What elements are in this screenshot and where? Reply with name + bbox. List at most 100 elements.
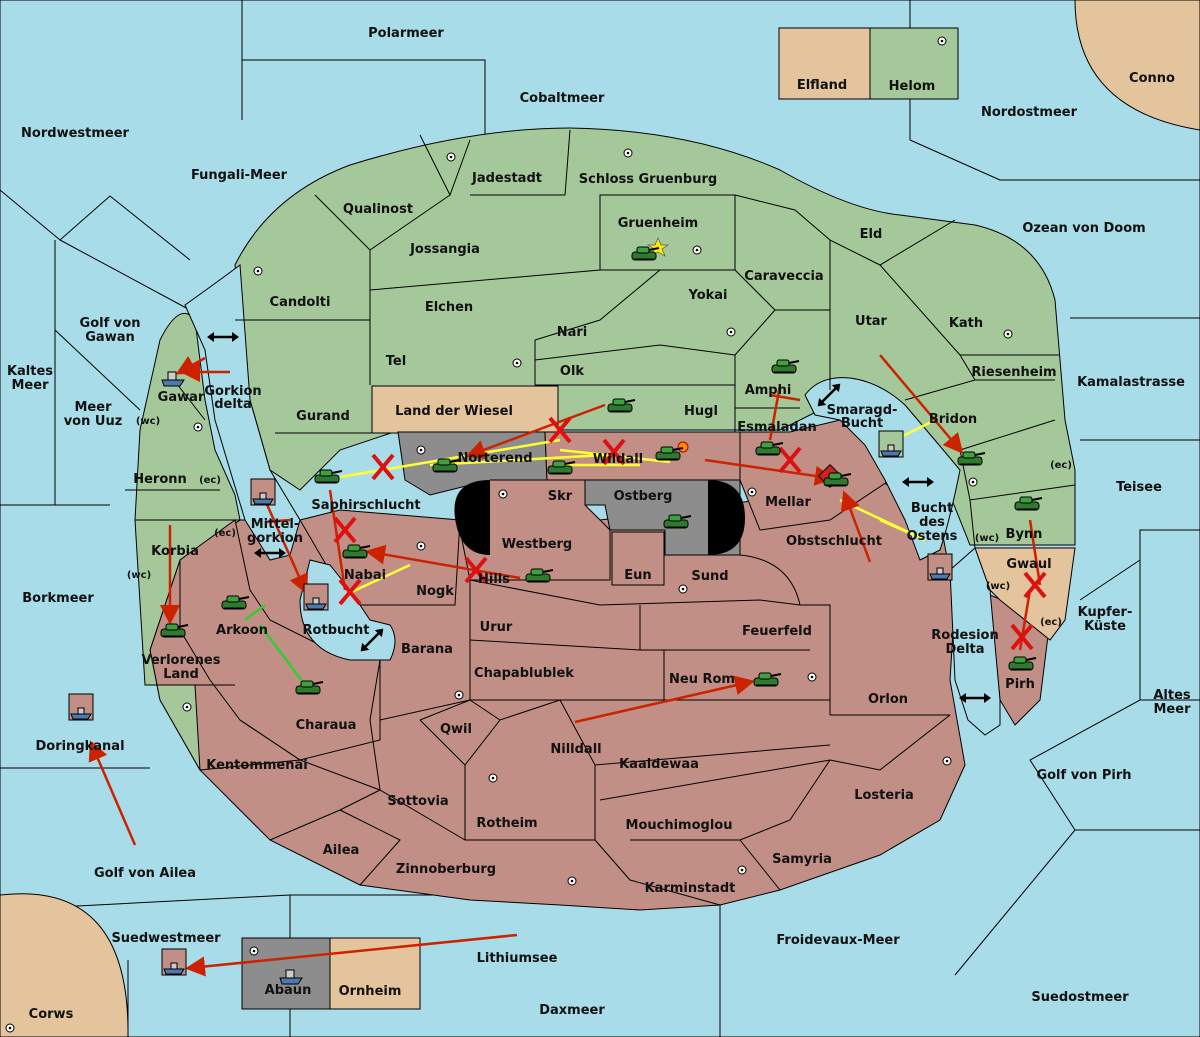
label-candolti: Candolti: [270, 295, 331, 310]
impassable-west: [454, 480, 490, 555]
label-verlorenes-2: Land: [163, 667, 199, 682]
smaragd-bucht-sea[interactable]: [804, 377, 961, 561]
ship-icon: [927, 553, 953, 581]
label-nilldall: Nilldall: [550, 742, 601, 757]
label-cobaltmeer: Cobaltmeer: [520, 91, 605, 106]
supply-center-icon: [446, 152, 456, 162]
label-jossangia: Jossangia: [409, 242, 480, 257]
label-gorkion-2: delta: [214, 397, 252, 412]
label-golf-gawan-1: Golf von: [80, 316, 141, 331]
label-olk: Olk: [560, 364, 585, 379]
supply-center-icon: [747, 487, 757, 497]
supply-center-icon: [1003, 329, 1013, 339]
label-ozean: Ozean von Doom: [1022, 221, 1145, 236]
label-nogk: Nogk: [416, 584, 454, 599]
arkoon-territory[interactable]: [179, 519, 381, 761]
label-samyria: Samyria: [772, 852, 832, 867]
label-gawar-wc: (wc): [136, 416, 160, 427]
label-eun: Eun: [624, 568, 651, 583]
label-kupfer-1: Kupfer-: [1078, 605, 1133, 620]
label-meer-uuz-2: von Uuz: [64, 414, 123, 429]
label-tel: Tel: [386, 354, 406, 369]
label-eld: Eld: [860, 227, 883, 242]
label-qualinost: Qualinost: [343, 202, 413, 217]
label-sund: Sund: [691, 569, 728, 584]
label-caraveccia: Caraveccia: [744, 269, 823, 284]
label-bucht-ostens-1: Bucht: [911, 501, 953, 516]
supply-center-icon: [488, 773, 498, 783]
label-yokai: Yokai: [687, 288, 727, 303]
label-charaua: Charaua: [296, 718, 357, 733]
land-der-wiesel-province[interactable]: [371, 385, 559, 434]
supply-center-icon: [937, 36, 947, 46]
label-korbia-ec: (ec): [214, 528, 236, 539]
label-kentommenai: Kentommenai: [206, 758, 307, 773]
label-fungali: Fungali-Meer: [191, 168, 288, 183]
ship-icon: [68, 693, 94, 721]
label-golf-pirh: Golf von Pirh: [1036, 768, 1131, 783]
ship-icon: [250, 478, 276, 506]
label-elchen: Elchen: [425, 300, 473, 315]
impassable-east: [708, 480, 745, 555]
label-mouchimoglou: Mouchimoglou: [626, 818, 733, 833]
label-bucht-ostens-3: Ostens: [907, 529, 958, 544]
label-rodesion-1: Rodesion: [931, 628, 998, 643]
supply-center-icon: [567, 876, 577, 886]
label-kupfer-2: Küste: [1084, 619, 1126, 634]
supply-center-icon: [193, 422, 203, 432]
label-ailea: Ailea: [323, 843, 360, 858]
label-esmaladan: Esmaladan: [737, 420, 817, 435]
label-suedostmeer: Suedostmeer: [1031, 990, 1129, 1005]
supply-center-icon: [454, 690, 464, 700]
ship-icon: [279, 969, 303, 985]
conno-province[interactable]: [1074, 0, 1200, 131]
label-nordwestmeer: Nordwestmeer: [21, 126, 129, 141]
supply-center-icon: [416, 541, 426, 551]
label-nordostmeer: Nordostmeer: [981, 105, 1078, 120]
supply-center-icon: [726, 327, 736, 337]
ship-icon: [878, 430, 904, 458]
supply-center-icon: [807, 672, 817, 682]
label-jadestadt: Jadestadt: [471, 171, 542, 186]
label-polarmeer: Polarmeer: [368, 26, 444, 41]
rodesion-channel[interactable]: [949, 547, 1001, 736]
label-heronn-ec: (ec): [199, 475, 221, 486]
label-elfland: Elfland: [797, 78, 847, 93]
label-pirh: Pirh: [1005, 677, 1035, 692]
label-neu-rom: Neu Rom: [669, 672, 735, 687]
label-gwaul-wc: (wc): [986, 581, 1010, 592]
ship-icon: [161, 371, 185, 387]
label-barana: Barana: [401, 642, 453, 657]
label-korbia-wc: (wc): [127, 570, 151, 581]
label-gurand: Gurand: [296, 409, 350, 424]
label-ostberg: Ostberg: [614, 489, 673, 504]
supply-center-icon: [678, 584, 688, 594]
label-froidevaux: Froidevaux-Meer: [776, 933, 900, 948]
ship-icon: [161, 948, 187, 976]
green-orders: [244, 604, 306, 686]
supply-center-icon: [512, 358, 522, 368]
eun-province[interactable]: [611, 531, 665, 586]
northern-territory: [234, 127, 1076, 546]
corws-province[interactable]: [0, 893, 129, 1037]
label-doringkanal: Doringkanal: [35, 739, 124, 754]
label-golf-gawan-2: Gawan: [85, 330, 134, 345]
label-nabai: Nabai: [344, 568, 386, 583]
label-conno: Conno: [1129, 71, 1175, 86]
label-kath: Kath: [949, 316, 983, 331]
label-arkoon: Arkoon: [216, 623, 268, 638]
label-gwaul: Gwaul: [1006, 557, 1051, 572]
elfland-province[interactable]: [778, 27, 871, 100]
label-riesenheim-ec: (ec): [1050, 460, 1072, 471]
label-westberg: Westberg: [502, 537, 572, 552]
label-kaaldewaa: Kaaldewaa: [619, 757, 699, 772]
label-gawar: Gawar: [158, 390, 205, 405]
label-suedwestmeer: Suedwestmeer: [111, 931, 221, 946]
label-bynn-wc: (wc): [975, 533, 999, 544]
label-norterend: Norterend: [457, 451, 532, 466]
label-utar: Utar: [855, 314, 888, 329]
label-altes-2: Meer: [1154, 702, 1192, 717]
supply-center-icon: [249, 946, 259, 956]
label-gruenheim: Gruenheim: [618, 216, 698, 231]
